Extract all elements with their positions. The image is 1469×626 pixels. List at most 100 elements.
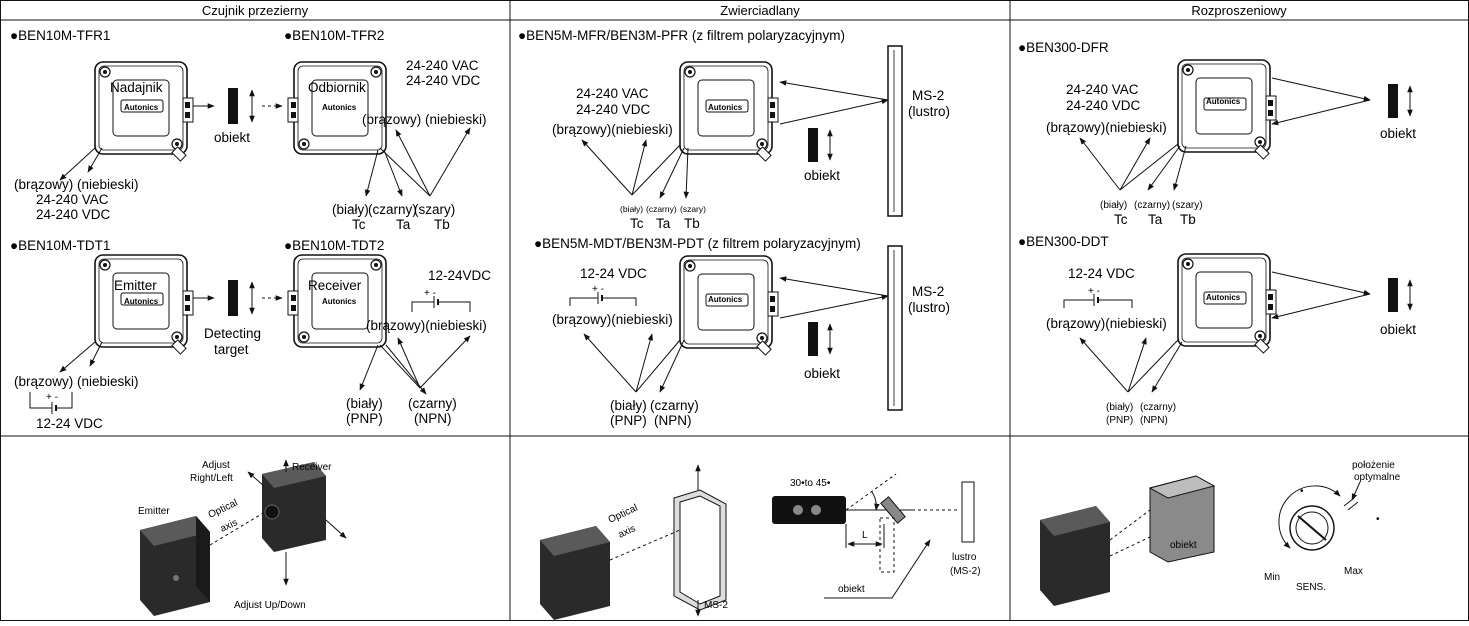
header-retroreflective: Zwierciadlany <box>720 3 800 18</box>
receiver-label: Receiver <box>292 462 332 473</box>
wires-tdt1: (brązowy) (niebieski) <box>14 374 139 389</box>
optical-axis-label-2: axis <box>219 517 240 534</box>
wires-tdt2: (brązowy)(niebieski) <box>366 318 487 333</box>
out-npn-tdt2: (NPN) <box>414 411 452 426</box>
brand-logo: Autonics <box>124 297 159 306</box>
out-black-tfr2: (czarny) <box>368 202 417 217</box>
out-white-pfr: (biały) <box>620 204 643 214</box>
target-label-tfr: obiekt <box>214 130 250 145</box>
voltage-ac-tfr1: 24-240 VAC <box>36 192 109 207</box>
mirror-bottom-label-2: (MS-2) <box>950 566 981 577</box>
diffuse-bottom-target-label: obiekt <box>1170 540 1197 551</box>
term-tc-pfr: Tc <box>630 216 644 231</box>
ben10m-tfr2-diagram: ●BEN10M-TFR2 Odbiornik Autonics 24-240 V… <box>284 28 487 232</box>
voltage-tdt2: 12-24VDC <box>428 268 491 283</box>
polarity-tdt2: + - <box>424 288 436 299</box>
device-label-tdt2: Receiver <box>308 278 362 293</box>
target-label-pdt: obiekt <box>804 366 840 381</box>
mirror-sublabel-pdt: (lustro) <box>908 300 950 315</box>
mirror-label-pdt: MS-2 <box>912 284 944 299</box>
retro-pdt-diagram: ●BEN5M-MDT/BEN3M-PDT (z filtrem polaryza… <box>534 236 950 428</box>
term-tc-dfr: Tc <box>1114 212 1128 227</box>
target-label-tdt-1: Detecting <box>204 326 261 341</box>
out-grey-tfr2: (szary) <box>414 202 455 217</box>
model-tfr2: ●BEN10M-TFR2 <box>284 28 384 43</box>
term-tc-tfr2: Tc <box>352 217 366 232</box>
throughbeam-alignment-illustration: Adjust Right/Left Receiver Emitter Optic… <box>138 459 347 616</box>
voltage-dc-dfr: 24-240 VDC <box>1066 98 1141 113</box>
voltage-dc-tfr1: 24-240 VDC <box>36 207 111 222</box>
model-pfr: ●BEN5M-MFR/BEN3M-PFR (z filtrem polaryza… <box>518 28 845 43</box>
retro-bottom-target-label: obiekt <box>838 584 865 595</box>
brand-logo: Autonics <box>322 103 357 112</box>
out-pnp-tdt2: (PNP) <box>346 411 383 426</box>
out-white-tfr2: (biały) <box>332 202 369 217</box>
voltage-dc-pfr: 24-240 VDC <box>576 102 651 117</box>
sens-label: SENS. <box>1296 582 1326 593</box>
target-block <box>1388 278 1398 312</box>
target-block <box>228 88 238 124</box>
model-ddt: ●BEN300-DDT <box>1018 234 1109 249</box>
brand-logo: Autonics <box>708 295 743 304</box>
polarity-tdt1: + - <box>46 392 58 403</box>
target-label-ddt: obiekt <box>1380 322 1416 337</box>
out-white-dfr: (biały) <box>1100 200 1127 211</box>
optimal-position-label-2: optymalne <box>1354 472 1401 483</box>
out-black-pfr: (czarny) <box>646 204 677 214</box>
brand-logo: Autonics <box>1206 293 1241 302</box>
diffuse-sensitivity-illustration: obiekt • • położenie optymalne Min Max S… <box>1040 460 1401 606</box>
out-black-pdt: (czarny) <box>650 398 699 413</box>
voltage-pdt: 12-24 VDC <box>580 266 647 281</box>
adjust-ud-label: Adjust Up/Down <box>234 600 306 611</box>
mirror-label-pfr: MS-2 <box>912 88 944 103</box>
out-grey-dfr: (szary) <box>1172 200 1203 211</box>
voltage-ac-tfr2: 24-240 VAC <box>406 58 479 73</box>
model-tdt1: ●BEN10M-TDT1 <box>10 238 110 253</box>
out-grey-pfr: (szary) <box>680 204 706 214</box>
term-tb-pfr: Tb <box>684 216 700 231</box>
out-npn-ddt: (NPN) <box>1140 415 1168 426</box>
polarity-ddt: + - <box>1088 286 1100 297</box>
target-block <box>808 128 818 162</box>
ben10m-tdt1-diagram: ●BEN10M-TDT1 Emitter Autonics (brązowy) … <box>10 238 283 431</box>
out-black-dfr: (czarny) <box>1134 200 1170 211</box>
model-dfr: ●BEN300-DFR <box>1018 40 1109 55</box>
model-pdt: ●BEN5M-MDT/BEN3M-PDT (z filtrem polaryza… <box>534 236 861 251</box>
wires-tfr1: (brązowy) (niebieski) <box>14 177 139 192</box>
angle-label: 30•to 45• <box>790 478 831 489</box>
out-black-ddt: (czarny) <box>1140 402 1176 413</box>
wires-dfr: (brązowy)(niebieski) <box>1046 120 1167 135</box>
target-label-dfr: obiekt <box>1380 126 1416 141</box>
retro-ms2-label: MS-2 <box>704 600 728 611</box>
sens-min-label: Min <box>1264 572 1280 583</box>
voltage-ac-dfr: 24-240 VAC <box>1066 82 1139 97</box>
out-white-tdt2: (biały) <box>346 396 383 411</box>
ben10m-tdt2-diagram: ●BEN10M-TDT2 Receiver Autonics 12-24VDC … <box>284 238 491 426</box>
wires-ddt: (brązowy)(niebieski) <box>1046 316 1167 331</box>
term-tb-dfr: Tb <box>1180 212 1196 227</box>
retro-optical-axis-label-1: Optical <box>607 503 640 526</box>
wires-pfr: (brązowy)(niebieski) <box>552 122 673 137</box>
retro-pfr-diagram: ●BEN5M-MFR/BEN3M-PFR (z filtrem polaryza… <box>518 28 950 231</box>
model-tdt2: ●BEN10M-TDT2 <box>284 238 384 253</box>
out-pnp-ddt: (PNP) <box>1106 415 1133 426</box>
target-block <box>228 280 238 316</box>
adjust-rl-label-2: Right/Left <box>190 473 233 484</box>
header-diffuse: Rozproszeniowy <box>1191 3 1287 18</box>
distance-label: L <box>862 530 868 541</box>
out-white-ddt: (biały) <box>1106 402 1133 413</box>
adjust-rl-label-1: Adjust <box>202 460 230 471</box>
optimal-position-label-1: położenie <box>1352 460 1395 471</box>
emitter-label: Emitter <box>138 506 170 517</box>
sens-max-label: Max <box>1344 566 1363 577</box>
diffuse-ddt-diagram: ●BEN300-DDT Autonics obiekt 12-24 VDC + … <box>1018 234 1416 426</box>
brand-logo: Autonics <box>708 103 743 112</box>
voltage-tdt1: 12-24 VDC <box>36 416 103 431</box>
dot-marker: • <box>1300 486 1304 497</box>
brand-logo: Autonics <box>322 297 357 306</box>
dot-marker: • <box>1376 514 1380 525</box>
device-label-tfr1: Nadajnik <box>110 80 163 95</box>
term-ta-tfr2: Ta <box>396 217 411 232</box>
device-label-tfr2: Odbiornik <box>308 80 366 95</box>
ben10m-tfr1-diagram: ●BEN10M-TFR1 Nadajnik Autonics (brązowy)… <box>10 28 283 222</box>
